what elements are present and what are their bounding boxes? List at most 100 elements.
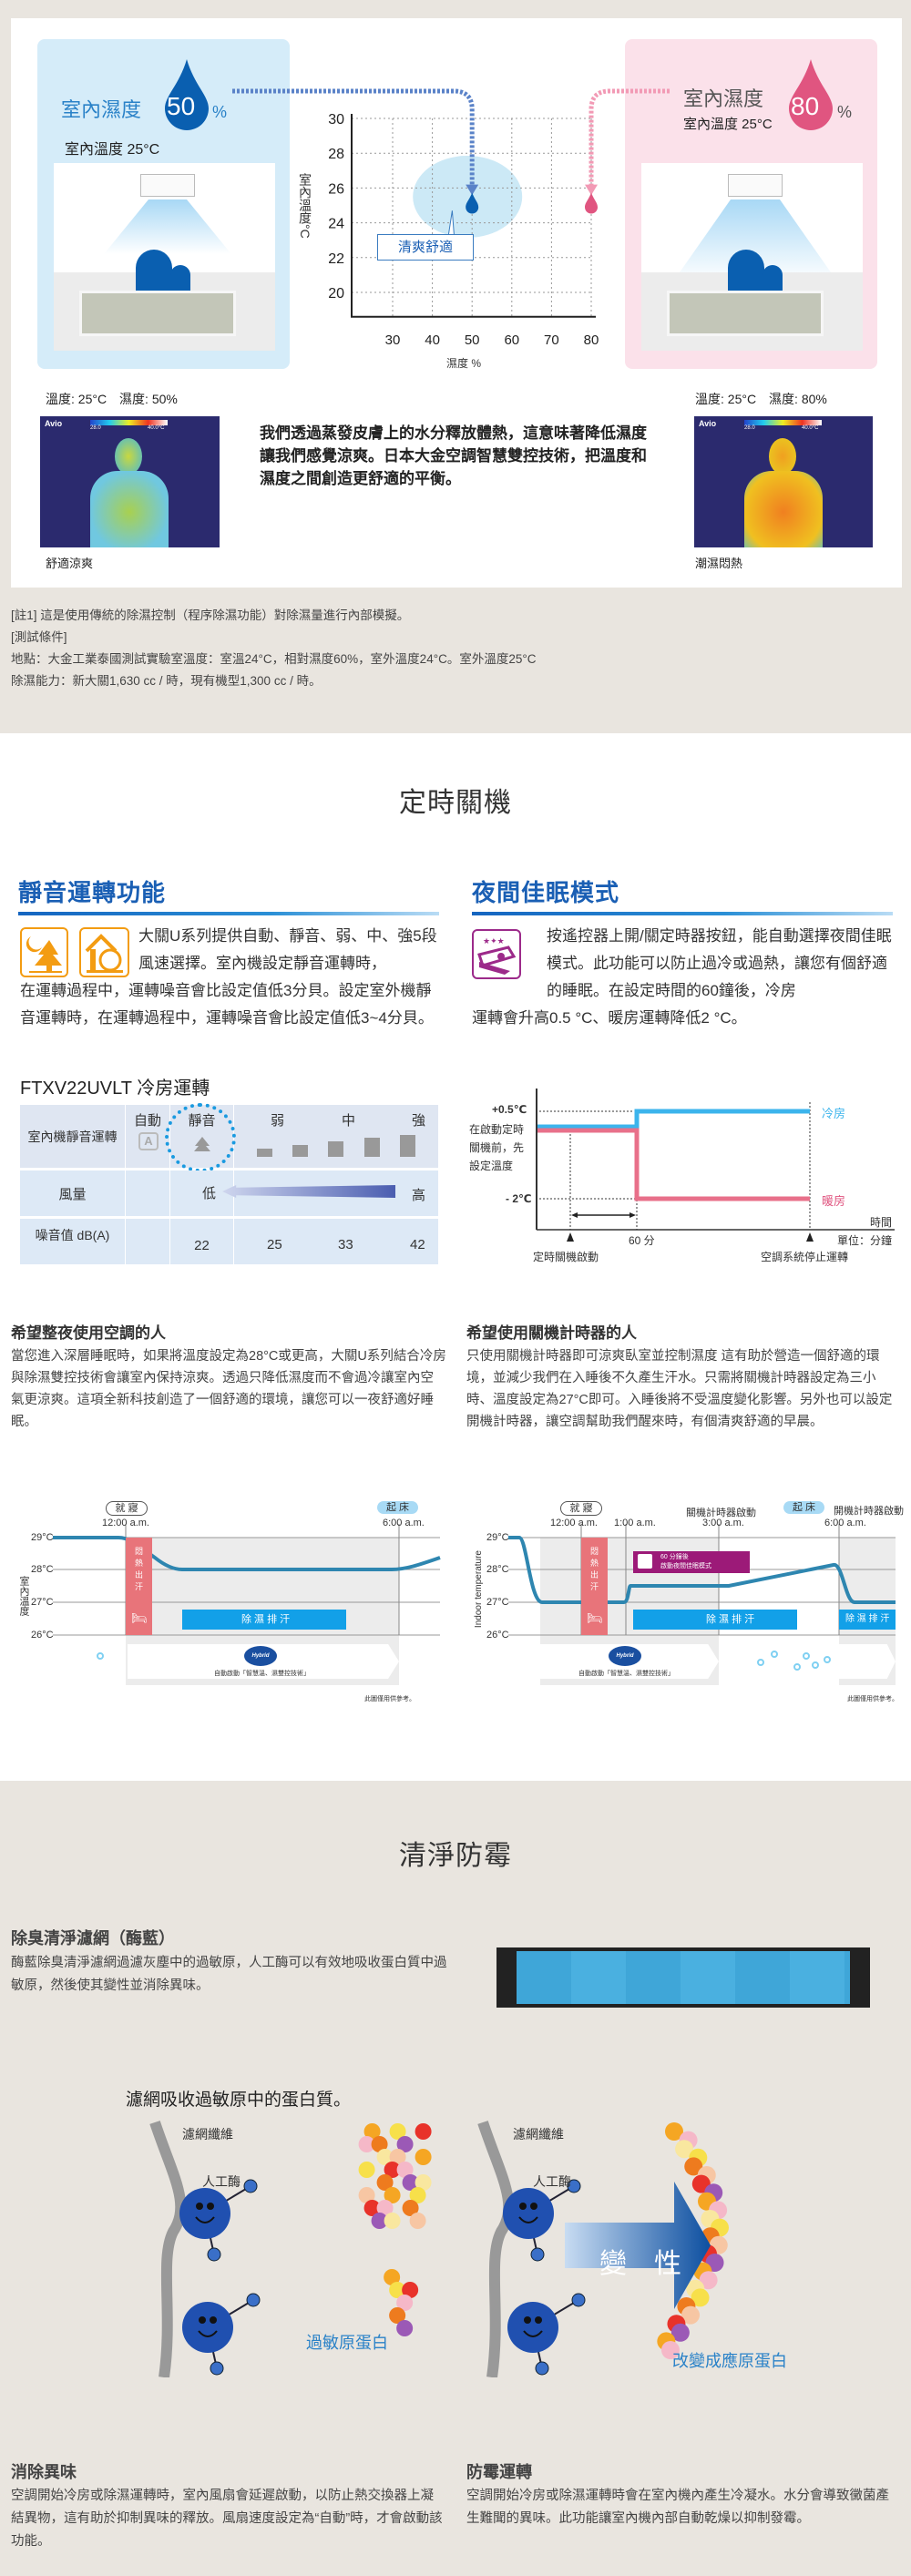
all-night-title: 希望整夜使用空調的人 xyxy=(11,1324,166,1342)
allergen-protein xyxy=(415,2149,432,2165)
arrowhead-icon xyxy=(466,184,479,196)
clean-section-bg xyxy=(0,1781,911,2576)
person-icon xyxy=(728,250,764,297)
y-label: 室內溫度 xyxy=(18,1576,29,1616)
allergen-protein xyxy=(389,2307,406,2324)
airflow-high: 高 xyxy=(412,1188,426,1203)
night-mode-icon xyxy=(638,1554,652,1569)
allergen-protein xyxy=(402,2174,419,2191)
denature-label: 變 性 xyxy=(599,2249,681,2279)
night-text: 運轉會升高0.5 °C、暖房運轉降低2 °C。 xyxy=(472,1009,747,1027)
enzyme-eye xyxy=(524,2316,531,2324)
y-label: Indoor temperature xyxy=(474,1550,484,1629)
enzyme-face-icon xyxy=(503,2188,554,2239)
enzyme-node xyxy=(246,2293,261,2307)
mold-title: 防霉運轉 xyxy=(466,2463,532,2481)
time-label: 12:00 a.m. xyxy=(102,1518,149,1528)
chart-x-label: 濕度 % xyxy=(446,357,482,370)
water-drop-icon xyxy=(787,57,834,130)
enzyme-node xyxy=(535,2361,549,2376)
y-tick-label: 24 xyxy=(328,217,344,232)
allergen-protein xyxy=(384,2213,401,2229)
minutes-label: 60 分 xyxy=(629,1234,655,1247)
fan-level-3 xyxy=(328,1141,343,1157)
bubble-icon xyxy=(793,1663,801,1671)
enzyme-eye xyxy=(199,2316,206,2324)
fiber-label: 濾網纖維 xyxy=(513,2127,564,2142)
denatured-protein xyxy=(665,2122,683,2141)
dehumidify-bar: 除 濕 排 汗 xyxy=(182,1610,346,1630)
airflow-icon xyxy=(104,199,231,254)
denatured-protein xyxy=(691,2288,710,2307)
note-3: 地點：大金工業泰國測試實驗室溫度：室溫24°C，相對濕度60%，室外溫度24°C… xyxy=(11,652,537,666)
allergen-protein xyxy=(376,2200,394,2216)
room-illustration xyxy=(54,163,275,351)
arrowhead-icon xyxy=(585,184,598,196)
dashed-arrow-blue xyxy=(232,88,475,190)
quiet-text-indent: 大關U系列提供自動、靜音、弱、中、強5段風速選擇。室內機設定靜音運轉時， xyxy=(138,927,437,972)
bubble-icon xyxy=(757,1659,764,1666)
temperature-curve xyxy=(508,1536,896,1604)
enzyme-node xyxy=(530,2247,545,2262)
bed-icon: 🛏 xyxy=(131,1610,148,1625)
on-timer-label: 開機計時器啟動 xyxy=(834,1506,904,1517)
allergen-protein xyxy=(376,2174,394,2191)
x-tick-label: 50 xyxy=(465,332,480,348)
night-underline xyxy=(472,912,893,915)
mold-text: 空調開始冷房或除濕運轉時會在室內機內產生冷凝水。水分會導致黴菌產生難聞的異味。此… xyxy=(466,2489,889,2526)
data-point-drop xyxy=(585,192,598,214)
humidity-label: 室內濕度 xyxy=(683,87,764,110)
y-tick: 29°C xyxy=(31,1532,54,1543)
low-humidity-panel: 室內濕度 50 % 室內溫度 25°C xyxy=(37,39,290,369)
sweat-bar xyxy=(126,1538,152,1635)
start-label: 定時關機啟動 xyxy=(533,1251,599,1263)
callout-line: 啟動夜間佳眠模式 xyxy=(660,1563,711,1569)
data-point-drop xyxy=(466,192,479,214)
night-mode-icon: ★✦★ xyxy=(472,929,521,979)
enzyme-node xyxy=(210,2361,224,2376)
airflow-label: 風量 xyxy=(20,1170,125,1216)
preset-note-line: 關機前，先 xyxy=(469,1141,525,1154)
time-label: 6:00 a.m. xyxy=(824,1518,866,1528)
denatured-protein xyxy=(684,2157,703,2176)
thermal-brand: Avio xyxy=(699,419,717,428)
denatured-protein xyxy=(670,2323,690,2342)
sweat-bar-label: 悶熱出汗 xyxy=(589,1547,599,1594)
allergen-protein xyxy=(389,2123,406,2140)
enzyme-face-icon xyxy=(179,2188,230,2239)
callout-line: 60 分鐘後 xyxy=(660,1554,689,1560)
allergen-protein xyxy=(402,2282,419,2298)
y-tick: 29°C xyxy=(486,1532,509,1543)
odor-text: 空調開始冷房或除濕運轉時，室內風扇會延遲啟動，以防止熱交換器上凝結異物，這有助於… xyxy=(11,2489,443,2549)
filter-mesh xyxy=(517,1951,850,2004)
svg-text:★✦★: ★✦★ xyxy=(483,936,505,946)
time-label: 1:00 a.m. xyxy=(614,1518,656,1528)
enzyme-node xyxy=(243,2179,258,2193)
thermal-scale xyxy=(744,420,822,425)
filter-image xyxy=(496,1947,870,2008)
odor-title: 消除異味 xyxy=(11,2463,77,2481)
high-humidity-panel: 室內濕度 80 % 室內溫度 25°C xyxy=(625,39,877,369)
y-tick-label: 30 xyxy=(328,112,344,128)
mode-auto-label: 自動 xyxy=(133,1113,161,1129)
footnote: 此圖僅用供參考。 xyxy=(364,1696,415,1702)
wake-pill: 起 床 xyxy=(377,1501,418,1514)
mode-high: 強 xyxy=(412,1113,426,1129)
night-title: 夜間佳眠模式 xyxy=(472,879,620,906)
enzyme-smile xyxy=(523,2330,543,2337)
allergen-protein xyxy=(358,2136,375,2152)
allergen-protein xyxy=(396,2136,414,2152)
denature-arrow xyxy=(565,2182,711,2309)
diagram-title: 濾網吸收過敏原中的蛋白質。 xyxy=(126,2090,352,2110)
quiet-underline xyxy=(18,912,439,915)
time-label: 時間 xyxy=(870,1216,893,1229)
x-tick-label: 60 xyxy=(504,332,519,348)
x-tick-label: 70 xyxy=(544,332,559,348)
allergen-protein xyxy=(415,2123,432,2140)
plus-label: +0.5℃ xyxy=(492,1103,527,1116)
night-mode-timer-chart xyxy=(536,1089,895,1242)
note-2: [測試條件] xyxy=(11,630,67,644)
enzyme-label: 人工酶 xyxy=(202,2174,241,2189)
room-temp: 室內溫度 25°C xyxy=(65,142,160,158)
